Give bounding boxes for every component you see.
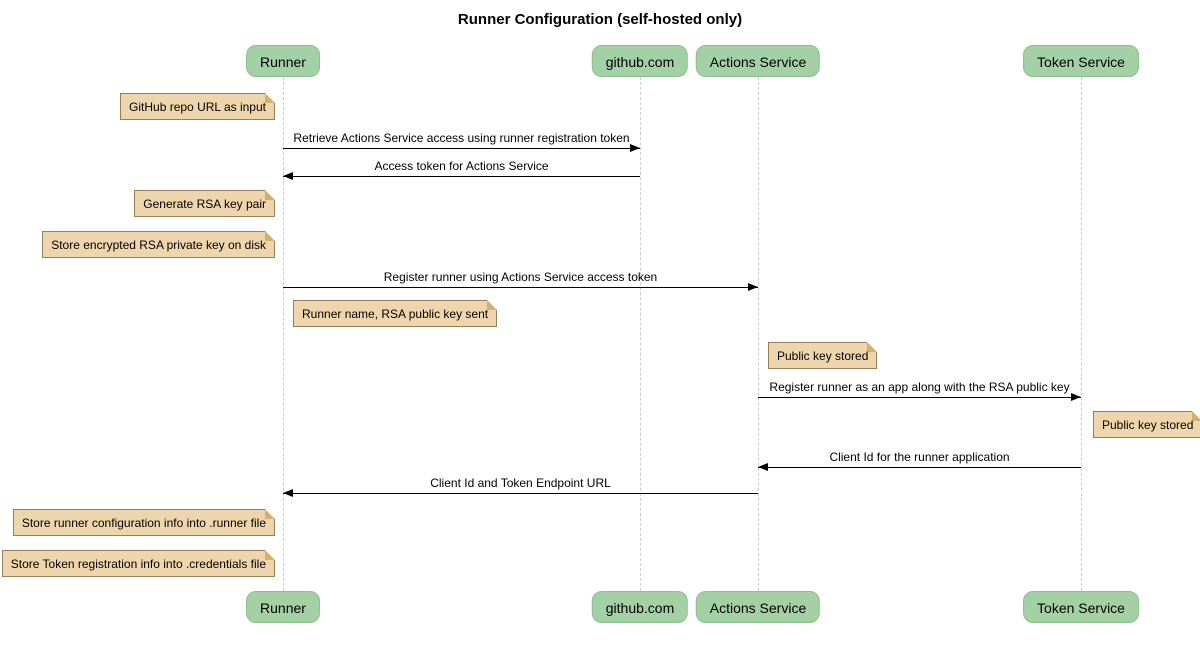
lifeline-actions-service — [758, 77, 759, 591]
note-text: Store Token registration info into .cred… — [10, 557, 266, 571]
note-text: Runner name, RSA public key sent — [302, 307, 489, 321]
participant-github-bottom: github.com — [591, 591, 689, 623]
message-line — [283, 148, 640, 149]
participant-token-service-bottom: Token Service — [1023, 591, 1139, 623]
message-label: Register runner using Actions Service ac… — [383, 270, 658, 284]
participant-runner-bottom: Runner — [246, 591, 320, 623]
note-fold-icon — [265, 550, 275, 560]
note: Generate RSA key pair — [134, 190, 275, 217]
note: Public key stored — [768, 342, 878, 369]
participant-actions-service-bottom: Actions Service — [695, 591, 821, 623]
message-line — [283, 493, 758, 494]
note-text: Store runner configuration info into .ru… — [21, 516, 266, 530]
message-line — [758, 467, 1081, 468]
diagram-title: Runner Configuration (self-hosted only) — [457, 11, 743, 28]
message-label: Client Id and Token Endpoint URL — [430, 476, 611, 490]
lifeline-token-service — [1081, 77, 1082, 591]
message-line — [758, 397, 1081, 398]
lifeline-runner — [283, 77, 284, 591]
note-fold-icon — [265, 231, 275, 241]
message-line — [283, 287, 758, 288]
arrowhead-right-icon — [748, 283, 758, 291]
note-text: Generate RSA key pair — [143, 197, 266, 211]
note: Public key stored — [1093, 411, 1200, 438]
lifeline-github — [640, 77, 641, 591]
note-fold-icon — [1192, 411, 1200, 421]
arrowhead-right-icon — [630, 144, 640, 152]
note-text: GitHub repo URL as input — [129, 100, 266, 114]
note-text: Public key stored — [777, 349, 869, 363]
note: GitHub repo URL as input — [120, 93, 275, 120]
note-text: Public key stored — [1102, 418, 1194, 432]
note-fold-icon — [265, 190, 275, 200]
participant-github-top: github.com — [591, 45, 689, 77]
message-line — [283, 176, 640, 177]
note-fold-icon — [487, 300, 498, 310]
message-label: Register runner as an app along with the… — [769, 380, 1070, 394]
note-fold-icon — [867, 342, 878, 352]
note: Runner name, RSA public key sent — [293, 300, 498, 327]
arrowhead-left-icon — [283, 489, 293, 497]
participant-runner-top: Runner — [246, 45, 320, 77]
note-fold-icon — [265, 509, 275, 519]
message-label: Client Id for the runner application — [829, 450, 1010, 464]
message-label: Access token for Actions Service — [374, 159, 549, 173]
arrowhead-left-icon — [283, 172, 293, 180]
arrowhead-right-icon — [1071, 393, 1081, 401]
note: Store runner configuration info into .ru… — [12, 509, 275, 536]
arrowhead-left-icon — [758, 463, 768, 471]
message-label: Retrieve Actions Service access using ru… — [293, 131, 630, 145]
note: Store encrypted RSA private key on disk — [42, 231, 275, 258]
participant-actions-service-top: Actions Service — [695, 45, 821, 77]
note-text: Store encrypted RSA private key on disk — [51, 238, 266, 252]
note: Store Token registration info into .cred… — [1, 550, 275, 577]
participant-token-service-top: Token Service — [1023, 45, 1139, 77]
note-fold-icon — [265, 93, 275, 103]
